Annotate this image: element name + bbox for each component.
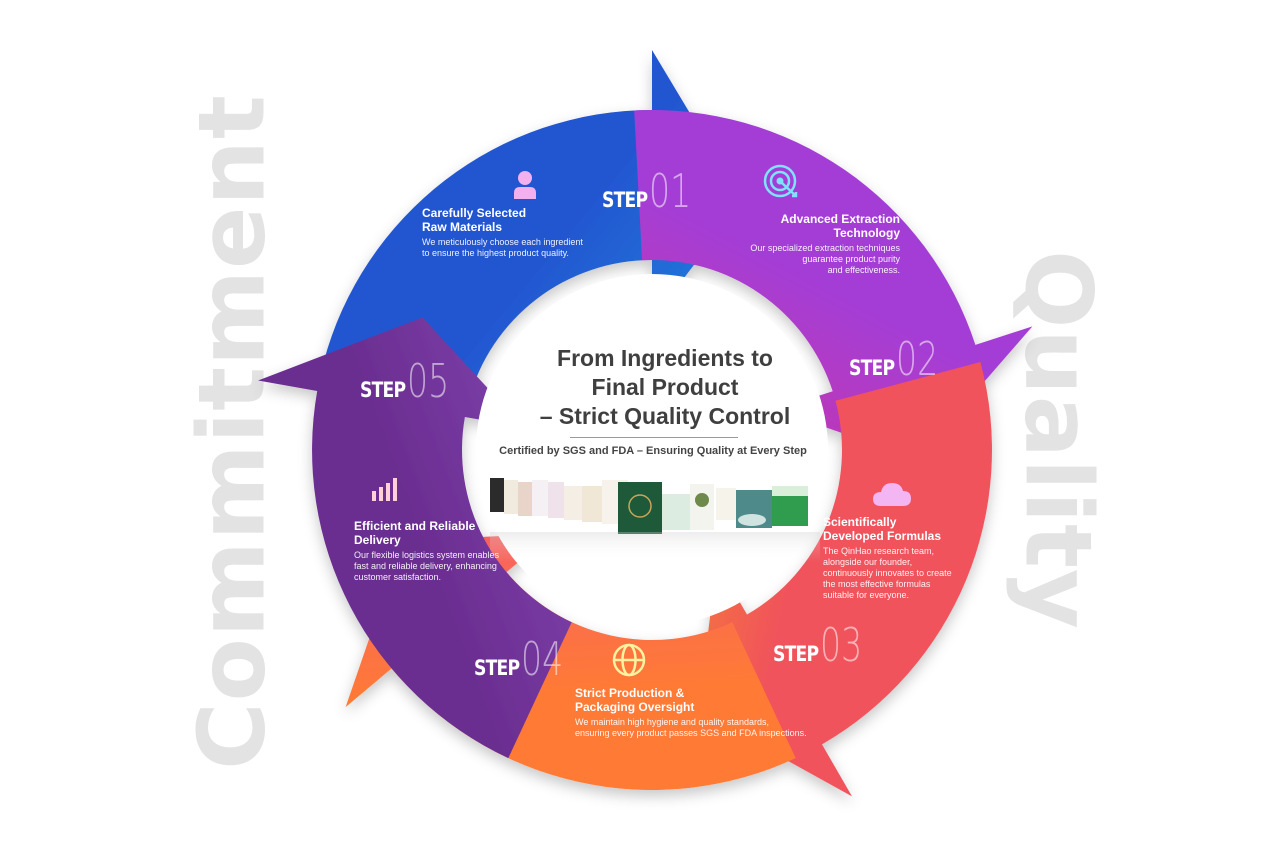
center-title-line: From Ingredients to <box>557 345 773 371</box>
cloud-icon <box>873 483 911 506</box>
step-03-label: STEP03 <box>773 622 879 668</box>
user-icon <box>514 171 536 199</box>
target-icon <box>763 164 798 198</box>
bar-chart-icon <box>372 478 397 501</box>
step-number: 01 <box>649 164 692 218</box>
step-number: 02 <box>896 332 939 386</box>
step-04-segment <box>698 362 992 797</box>
product-lineup-image <box>490 478 820 562</box>
step-04-label: STEP04 <box>474 636 580 682</box>
step-desc-line: The QinHao research team, <box>823 546 935 556</box>
step-desc-line: the most effective formulas <box>823 579 931 589</box>
center-title-line: – Strict Quality Control <box>539 403 791 429</box>
step-desc-line: guarantee product purity <box>802 254 900 264</box>
step-number: 04 <box>521 632 564 686</box>
step-01-segment <box>258 317 572 759</box>
step-title-line: Packaging Oversight <box>575 700 695 714</box>
step-title-line: Technology <box>833 226 900 240</box>
step-desc-line: fast and reliable delivery, enhancing <box>354 561 497 571</box>
step-word: STEP <box>849 356 895 380</box>
step-desc-line: suitable for everyone. <box>823 590 910 600</box>
center-title: From Ingredients to Final Product – Stri… <box>520 344 810 431</box>
step-desc-line: We meticulously choose each ingredient <box>422 237 583 247</box>
step-05-label: STEP05 <box>360 358 466 404</box>
step-title-line: Carefully Selected <box>422 206 527 220</box>
step-title-line: Delivery <box>354 533 401 547</box>
step-desc-line: Our specialized extraction techniques <box>750 243 900 253</box>
globe-icon <box>612 643 646 677</box>
step-word: STEP <box>360 378 406 402</box>
center-subtitle: Certified by SGS and FDA – Ensuring Qual… <box>499 445 807 457</box>
center-title-line: Final Product <box>591 374 739 400</box>
step-04-text: Strict Production &Packaging Oversight W… <box>575 686 825 739</box>
step-desc-line: Our flexible logistics system enables <box>354 550 500 560</box>
step-title-line: Strict Production & <box>575 686 685 700</box>
step-title-line: Advanced Extraction <box>780 212 900 226</box>
step-desc-line: and effectiveness. <box>827 265 900 275</box>
step-desc-line: customer satisfaction. <box>354 572 442 582</box>
step-desc-line: We maintain high hygiene and quality sta… <box>575 717 769 727</box>
step-desc-line: to ensure the highest product quality. <box>422 248 569 258</box>
step-word: STEP <box>474 656 520 680</box>
step-desc-line: continuously innovates to create <box>823 568 952 578</box>
step-number: 03 <box>820 618 863 672</box>
step-desc-line: alongside our founder, <box>823 557 913 567</box>
step-title-line: Efficient and Reliable <box>354 519 476 533</box>
step-title-line: Scientifically <box>823 515 897 529</box>
step-word: STEP <box>773 642 819 666</box>
step-03-segment <box>634 110 1033 460</box>
step-02-label: STEP02 <box>849 336 955 382</box>
step-word: STEP <box>602 188 648 212</box>
step-01-label: STEP01 <box>602 168 708 214</box>
center-divider <box>570 437 738 438</box>
step-title-line: Developed Formulas <box>823 529 942 543</box>
step-title-line: Raw Materials <box>422 220 503 234</box>
step-number: 05 <box>407 354 450 408</box>
step-desc-line: ensuring every product passes SGS and FD… <box>575 728 807 738</box>
